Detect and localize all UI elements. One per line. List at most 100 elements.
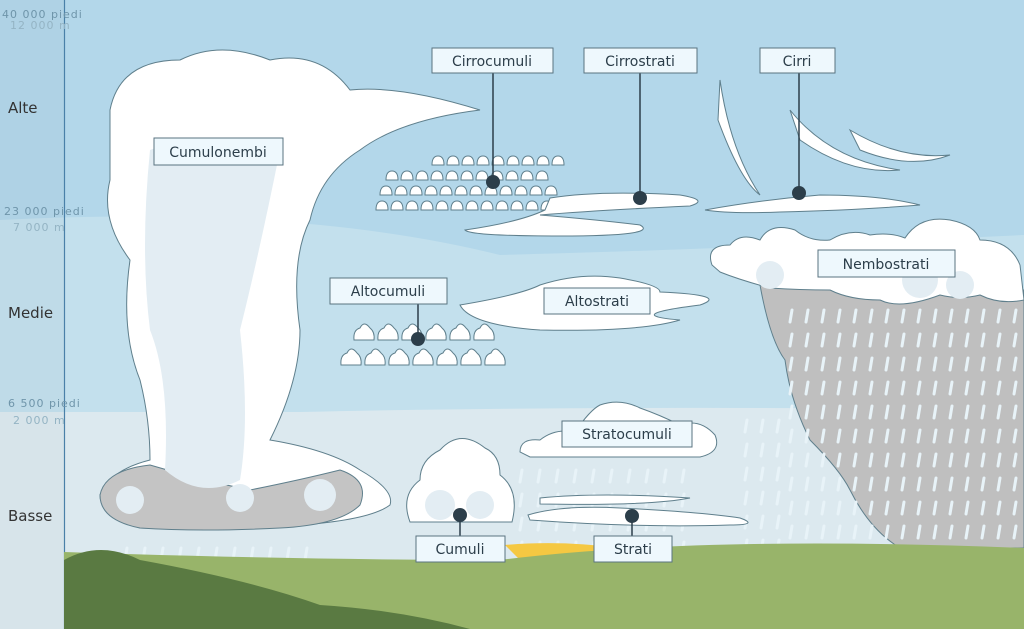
rain-streak [852,404,858,420]
cirrocumulus-cloudlet [400,170,414,181]
rain-streak [836,452,842,468]
rain-streak [884,500,890,516]
rain-streak [788,428,794,444]
rain-streak [932,452,938,468]
rain-streak [948,308,954,324]
rain-streak [852,500,858,516]
rain-streak [932,380,938,396]
rain-streak [916,452,922,468]
rain-streak [948,356,954,372]
rain-streak [980,452,986,468]
cirrocumulus-cloudlet [375,200,389,211]
nembostrati-label-box [817,249,956,278]
tier-low-label: Basse [8,507,52,525]
cirrocumuli-label-box [431,47,554,74]
cirri-label: Cirri [783,54,812,70]
rain-streak [948,332,954,348]
cumulonembi-label-box [153,137,284,166]
cirrocumulus-cloudlet [415,170,429,181]
rain-streak [916,308,922,324]
rain-streak [964,380,970,396]
rain-streak [900,500,906,516]
altocumuli-marker [411,332,425,346]
cirrocumulus-cloudlet [454,185,468,196]
cirrocumulus-cloudlet [525,200,539,211]
rain-streak [743,418,749,434]
rain-streak [820,332,826,348]
rain-streak [804,452,810,468]
tier-low-m: 2 000 m [13,414,66,427]
cirrocumulus-cloudlet [491,155,505,166]
rain-streak [743,442,749,458]
rain-streak [916,380,922,396]
rain-streak [788,356,794,372]
altocumulus-cloudlet [388,348,410,366]
cirrocumulus-cloudlet [476,155,490,166]
rain-streak [868,308,874,324]
strati-label-box [593,535,673,563]
altocumulus-cloudlet [377,323,399,341]
rain-streak [836,332,842,348]
strati-marker [625,509,639,523]
rain-streak [900,380,906,396]
rain-streak [996,356,1002,372]
rain-streak [820,428,826,444]
rain-streak [775,490,781,506]
rain-streak [868,356,874,372]
rain-streak [868,404,874,420]
rain-streak [948,500,954,516]
cirri-marker [792,186,806,200]
rain-streak [900,524,906,540]
cirrocumulus-cloudlet [475,170,489,181]
rain-streak [536,492,542,508]
cirrocumuli-label: Cirrocumuli [452,54,532,70]
altocumulus-cloudlet [484,348,506,366]
rain-streak [996,428,1002,444]
rain-streak [964,308,970,324]
rain-streak [788,452,794,468]
rain-streak [820,500,826,516]
tier-mid-feet: 23 000 piedi [4,205,85,218]
rain-streak [996,308,1002,324]
cirrocumulus-cloudlet [469,185,483,196]
ground-dark [64,550,470,629]
rain-streak [820,476,826,492]
rain-streak [852,476,858,492]
cirrocumulus-cloudlet [506,155,520,166]
rain-streak [980,380,986,396]
rain-streak [996,524,1002,540]
cirrocumulus-cloudlet [510,200,524,211]
rain-streak [964,404,970,420]
rain-streak [916,500,922,516]
rain-streak [884,356,890,372]
tier-mid-label: Medie [8,304,53,322]
cumulonembi-cloud [99,49,481,531]
rain-streak [775,442,781,458]
altocumulus-cloudlet [340,348,362,366]
rain-streak [804,428,810,444]
cirrocumuli-cloudlets [375,155,565,211]
rain-streak [518,468,524,484]
rain-streak [900,452,906,468]
rain-streak [868,332,874,348]
altocumulus-cloudlet [364,348,386,366]
rain-streak [884,452,890,468]
rain-streak [852,452,858,468]
rain-streak [518,516,524,532]
altocumulus-cloudlet [460,348,482,366]
rain-streak [980,476,986,492]
rain-streak [836,404,842,420]
rain-streak [948,452,954,468]
rain-streak [900,356,906,372]
rain-streak [1012,404,1018,420]
rain-streak [980,356,986,372]
cirrocumulus-cloudlet [495,200,509,211]
rain-streak [900,308,906,324]
rain-streak [900,404,906,420]
sun-strip [505,543,620,560]
rain-streak [932,476,938,492]
rain-streak [743,490,749,506]
rain-streak [662,468,668,484]
rain-streak [836,428,842,444]
